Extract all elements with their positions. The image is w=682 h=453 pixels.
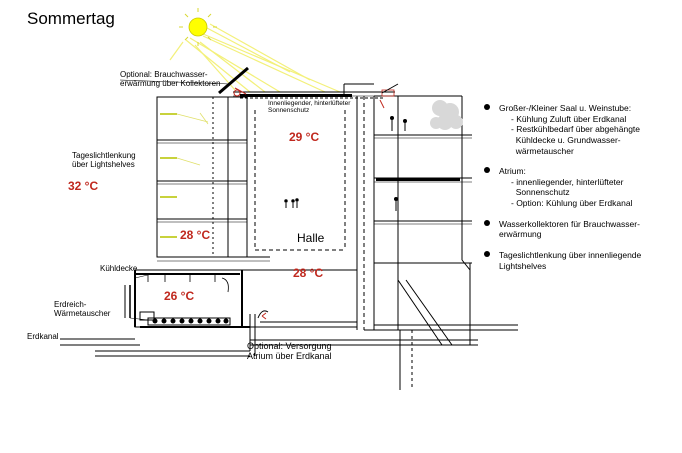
right-sunshade bbox=[376, 178, 460, 181]
temp-atrium-top: 29 °C bbox=[289, 130, 320, 144]
sonnenschutz-label: Innenliegender, hinterlüfteter Sonnensch… bbox=[268, 100, 351, 115]
legend-item-lightshelves: Tageslichtlenkung über innenliegende Lig… bbox=[484, 250, 676, 271]
lightshelves bbox=[160, 113, 177, 238]
kollektor-label: Optional: Brauchwasser- erwärmung über K… bbox=[120, 70, 221, 89]
legend-subitem: - Option: Kühlung über Erdkanal bbox=[511, 198, 633, 208]
kuehldecke bbox=[135, 273, 269, 319]
sun-rays bbox=[169, 23, 341, 93]
legend-title: Atrium: bbox=[499, 166, 526, 177]
heat-exchanger-icon bbox=[139, 311, 231, 326]
legend-subitem: - innenliegender, hinterlüfteter Sonnens… bbox=[511, 176, 624, 198]
erdkanal-ducts bbox=[60, 285, 518, 357]
erdkanal-label: Erdkanal bbox=[27, 332, 59, 341]
solar-collector-icon bbox=[218, 66, 399, 97]
legend-title: Großer-/Kleiner Saal u. Weinstube: bbox=[499, 103, 632, 113]
building-structure bbox=[134, 83, 472, 390]
temp-halle: 28 °C bbox=[293, 266, 324, 280]
sun-icon bbox=[179, 8, 217, 46]
legend-subitem: - Kühlung Zuluft über Erdkanal bbox=[511, 113, 627, 124]
bullet-icon bbox=[484, 104, 490, 110]
people-icon bbox=[284, 116, 407, 211]
legend-subitem: - Restkühlbedarf über abgehängte Kühldec… bbox=[511, 124, 641, 156]
lightshelf-rays bbox=[176, 112, 209, 166]
bullet-icon bbox=[484, 167, 490, 174]
legend: Großer-/Kleiner Saal u. Weinstube: - Küh… bbox=[484, 103, 676, 281]
bullet-icon bbox=[484, 250, 490, 257]
lightshelves-label: Tageslichtlenkung über Lightshelves bbox=[72, 151, 136, 170]
legend-title: Wasserkollektoren für Brauchwasser- erwä… bbox=[499, 218, 640, 240]
temp-saal: 26 °C bbox=[164, 289, 195, 303]
legend-item-saal: Großer-/Kleiner Saal u. Weinstube: - Küh… bbox=[484, 103, 676, 156]
leader-lines bbox=[119, 79, 231, 321]
temp-floor2: 28 °C bbox=[180, 228, 211, 242]
tree-icon bbox=[430, 100, 463, 130]
legend-item-kollektoren: Wasserkollektoren für Brauchwasser- erwä… bbox=[484, 219, 676, 240]
atrium-sunshade bbox=[240, 94, 352, 97]
page-title: Sommertag bbox=[27, 9, 115, 28]
versorgung-label: Optional: Versorgung Atrium über Erdkana… bbox=[247, 341, 332, 362]
kuehldecke-label: Kühldecke bbox=[100, 264, 138, 273]
temp-outside: 32 °C bbox=[68, 179, 99, 193]
legend-title: Tageslichtlenkung über innenliegende Lig… bbox=[499, 249, 642, 271]
legend-item-atrium: Atrium: - innenliegender, hinterlüfteter… bbox=[484, 166, 676, 209]
flow-arrows bbox=[234, 87, 385, 320]
bullet-icon bbox=[484, 219, 490, 226]
halle-label: Halle bbox=[297, 231, 325, 245]
erdreich-label: Erdreich- Wärmetauscher bbox=[54, 300, 111, 319]
